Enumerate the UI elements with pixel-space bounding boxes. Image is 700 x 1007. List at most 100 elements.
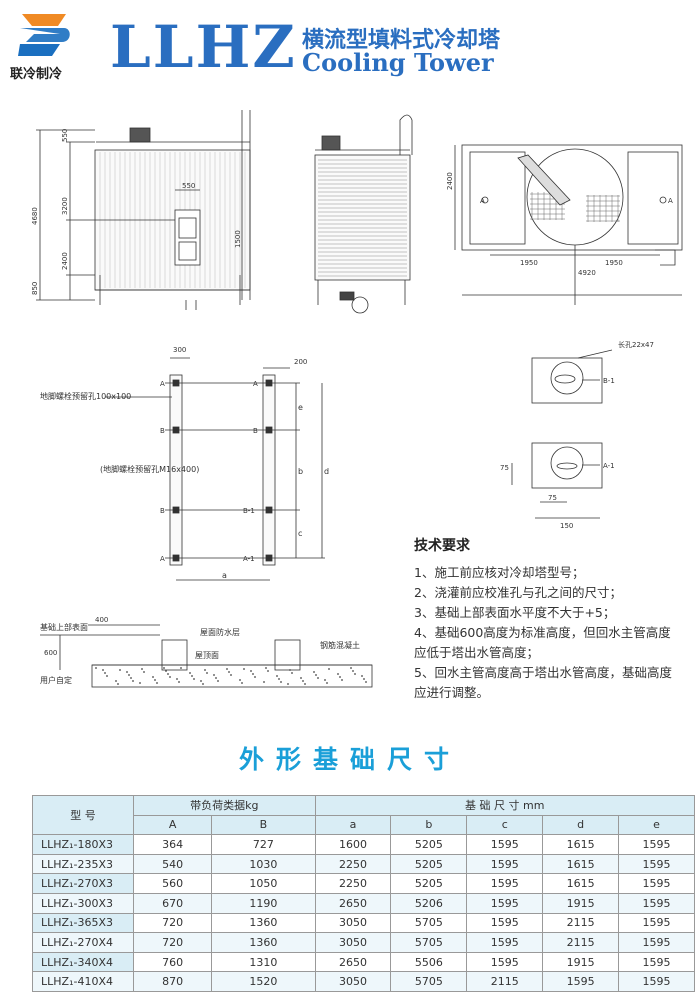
side-view xyxy=(314,114,413,314)
value-cell: 1595 xyxy=(466,853,544,875)
model-cell: LLHZ₁-180X3 xyxy=(32,834,134,855)
dim-550: 550 xyxy=(61,129,69,142)
value-cell: 1595 xyxy=(618,912,695,934)
requirements-list: 1、施工前应核对冷却塔型号； 2、浇灌前应校准孔与孔之间的尺寸； 3、基础上部表面水… xyxy=(414,563,694,703)
technical-requirements: 技术要求 1、施工前应核对冷却塔型号； 2、浇灌前应校准孔与孔之间的尺寸； 3、基础… xyxy=(414,535,694,703)
label-a-left: A xyxy=(480,197,485,205)
value-cell: 1915 xyxy=(542,892,620,914)
detail-b1 xyxy=(531,349,613,404)
requirement-line: 应低于塔出水管高度； xyxy=(414,645,540,660)
front-view xyxy=(36,110,251,310)
requirement-line: 应进行调整。 xyxy=(414,685,490,700)
tech-requirements-title: 技术要求 xyxy=(414,538,470,554)
requirement-line: 2、浇灌前应校准孔与孔之间的尺寸； xyxy=(414,585,622,600)
row-label-left: A xyxy=(160,380,165,388)
label-user-defined: 用户自定 xyxy=(40,675,72,685)
value-cell: 1595 xyxy=(618,951,695,973)
dim-letter-b: b xyxy=(298,467,303,476)
requirement-line: 5、回水主管高度高于塔出水管高度，基础高度 xyxy=(414,665,672,680)
header-size: 基 础 尺 寸 mm xyxy=(314,795,696,816)
title-chinese: 横流型填料式冷却塔 xyxy=(302,28,501,53)
value-cell: 1595 xyxy=(618,971,695,992)
foundation-plan xyxy=(105,357,325,581)
dim-300: 300 xyxy=(173,346,186,354)
label-roof-waterproof: 屋面防水层 xyxy=(200,627,240,637)
value-cell: 3050 xyxy=(314,971,392,992)
model-cell: LLHZ₁-365X3 xyxy=(32,912,134,934)
row-label-left: B xyxy=(160,507,165,515)
value-cell: 2650 xyxy=(314,892,392,914)
label-roof-surface: 屋顶面 xyxy=(195,651,219,660)
value-cell: 1030 xyxy=(211,853,316,875)
value-cell: 720 xyxy=(132,932,213,953)
dim-150: 150 xyxy=(560,522,573,530)
value-cell: 1595 xyxy=(618,873,695,894)
value-cell: 5705 xyxy=(390,932,468,953)
dim-letter-a: a xyxy=(222,571,227,580)
header-load: 带负荷类据kg xyxy=(133,795,316,816)
value-cell: 1190 xyxy=(211,892,316,914)
dim-letter-d: d xyxy=(324,467,329,476)
row-label-left: B xyxy=(160,427,165,435)
dim-1500: 1500 xyxy=(234,230,242,248)
subheader-cell: b xyxy=(390,814,468,836)
dim-1950-left: 1950 xyxy=(520,259,538,267)
row-label-right: A-1 xyxy=(243,555,255,563)
value-cell: 720 xyxy=(132,912,213,934)
value-cell: 1310 xyxy=(211,951,316,973)
value-cell: 1520 xyxy=(211,971,316,992)
model-cell: LLHZ₁-410X4 xyxy=(32,971,134,992)
slot-label: 长孔22x47 xyxy=(618,340,654,349)
dim-2400-plan: 2400 xyxy=(446,172,454,190)
row-label-right: A xyxy=(253,380,258,388)
table-title: 外形基础尺寸 xyxy=(238,745,461,774)
company-logo-icon xyxy=(18,14,70,56)
value-cell: 1050 xyxy=(211,873,316,894)
model-cell: LLHZ₁-270X3 xyxy=(32,873,134,894)
value-cell: 5705 xyxy=(390,912,468,934)
value-cell: 1615 xyxy=(542,853,620,875)
value-cell: 2115 xyxy=(466,971,544,992)
value-cell: 3050 xyxy=(314,932,392,953)
value-cell: 2115 xyxy=(542,932,620,953)
plan-view xyxy=(454,144,683,305)
value-cell: 1595 xyxy=(618,892,695,914)
requirement-line: 3、基础上部表面水平度不大于+5； xyxy=(414,605,616,620)
note-bolt: (地脚螺栓预留孔M16x400) xyxy=(100,464,199,474)
dim-850: 850 xyxy=(31,282,39,295)
value-cell: 1915 xyxy=(542,951,620,973)
detail-a1 xyxy=(511,442,603,519)
subheader-cell: c xyxy=(466,814,544,836)
model-cell: LLHZ₁-235X3 xyxy=(32,853,134,875)
requirement-line: 1、施工前应核对冷却塔型号； xyxy=(414,565,585,580)
label-foundation-surface: 基础上部表面 xyxy=(40,622,88,632)
value-cell: 1595 xyxy=(466,892,544,914)
dim-letter-e: e xyxy=(298,403,303,412)
value-cell: 3050 xyxy=(314,912,392,934)
value-cell: 1360 xyxy=(211,912,316,934)
subheader-cell: d xyxy=(542,814,620,836)
note-anchor-hole: 地脚螺栓预留孔100x100 xyxy=(40,391,131,401)
label-a-right: A xyxy=(668,197,673,205)
title-english: Cooling Tower xyxy=(302,48,494,77)
engineering-drawings: 55032004680240085055015002400AA195019504… xyxy=(31,110,683,688)
dim-75-h: 75 xyxy=(548,494,557,502)
logo-text: 联冷制冷 xyxy=(10,67,63,82)
value-cell: 2115 xyxy=(542,912,620,934)
model-cell: LLHZ₁-340X4 xyxy=(32,951,134,973)
label-reinforced-concrete: 钢筋混凝土 xyxy=(320,640,360,650)
value-cell: 2250 xyxy=(314,873,392,894)
value-cell: 760 xyxy=(132,951,213,973)
value-cell: 1615 xyxy=(542,873,620,894)
dim-4680: 4680 xyxy=(31,207,39,225)
value-cell: 1595 xyxy=(466,834,544,855)
subheader-cell: a xyxy=(314,814,392,836)
dim-letter-c: c xyxy=(298,529,302,538)
